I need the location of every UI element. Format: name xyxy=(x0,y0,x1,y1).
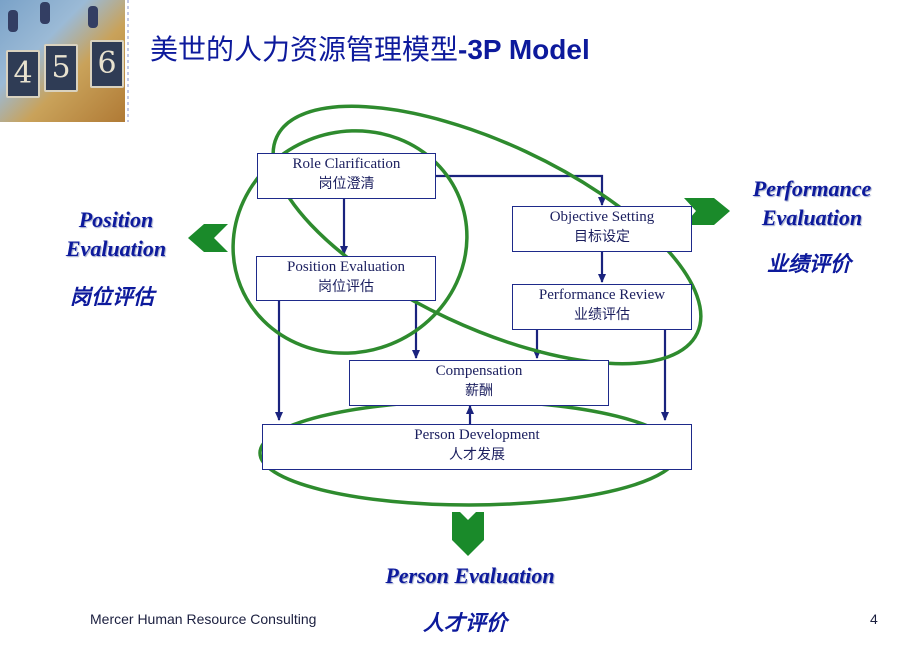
performance-evaluation-label: Performance Evaluation xyxy=(752,176,872,230)
person-evaluation-zh: 人才评价 xyxy=(423,611,507,635)
number-card: 5 xyxy=(44,44,78,92)
footer-company: Mercer Human Resource Consulting xyxy=(90,611,317,627)
down-chevron-icon xyxy=(452,512,484,556)
left-chevron-icon xyxy=(188,224,228,252)
performance-evaluation-zh: 业绩评价 xyxy=(767,252,851,276)
figure-icon xyxy=(88,6,98,28)
figure-icon xyxy=(8,10,18,32)
person-evaluation-label: Person Evaluation xyxy=(385,563,555,588)
position-ellipse xyxy=(231,129,469,355)
number-card: 4 xyxy=(6,50,40,98)
position-evaluation-zh: 岗位评估 xyxy=(70,285,154,309)
page-number: 4 xyxy=(870,611,878,627)
role-clarification-box: Role Clarification 岗位澄清 xyxy=(257,153,436,199)
number-card: 6 xyxy=(90,40,124,88)
performance-review-box: Performance Review 业绩评估 xyxy=(512,284,692,330)
performance-ellipse xyxy=(271,104,703,366)
divider xyxy=(127,0,129,122)
objective-setting-box: Objective Setting 目标设定 xyxy=(512,206,692,252)
person-development-box: Person Development 人才发展 xyxy=(262,424,692,470)
figure-icon xyxy=(40,2,50,24)
title-en: -3P Model xyxy=(458,34,590,65)
title-zh: 美世的人力资源管理模型 xyxy=(150,33,459,66)
position-evaluation-box: Position Evaluation 岗位评估 xyxy=(256,256,436,301)
position-evaluation-label: Position Evaluation xyxy=(65,207,167,261)
compensation-box: Compensation 薪酬 xyxy=(349,360,609,406)
page-title: 美世的人力资源管理模型-3P Model xyxy=(150,28,590,68)
right-chevron-icon xyxy=(684,198,730,225)
corner-illustration: 4 5 6 xyxy=(0,0,125,122)
